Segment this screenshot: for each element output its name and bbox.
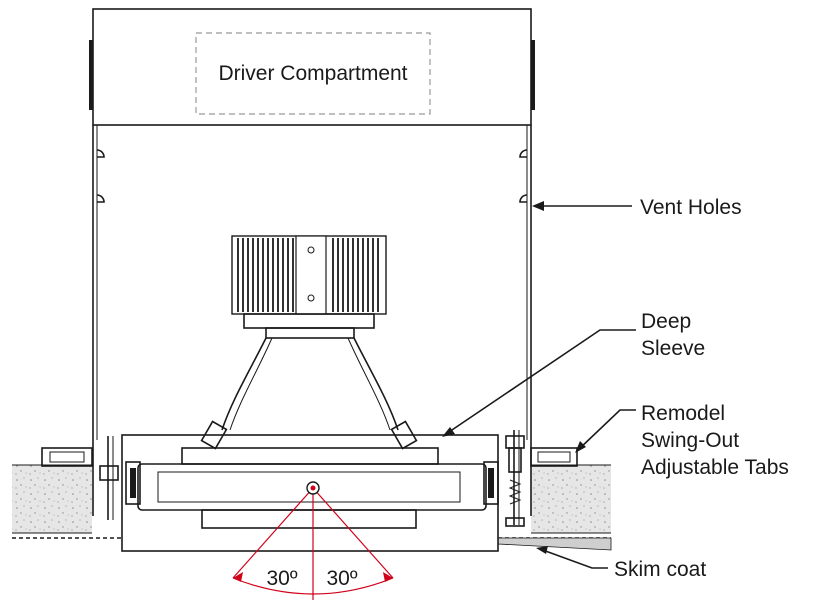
angle-label-left: 30º — [266, 567, 297, 590]
skim-coat-layer — [497, 537, 612, 551]
swing-out-tab-left — [41, 436, 119, 520]
remodel-label-line1: Remodel — [641, 402, 725, 425]
driver-compartment-label: Driver Compartment — [218, 62, 407, 85]
vent-holes — [96, 149, 528, 203]
trim-assembly — [121, 434, 499, 552]
ceiling-right — [498, 464, 611, 539]
skim-coat-label: Skim coat — [614, 558, 706, 581]
remodel-label-line3: Adjustable Tabs — [641, 456, 789, 479]
heat-sink — [231, 235, 387, 339]
reflector — [200, 337, 418, 450]
ceiling-left — [12, 464, 122, 539]
angle-label-right: 30º — [326, 567, 357, 590]
leader-lines — [442, 201, 636, 569]
driver-compartment-box — [195, 32, 431, 115]
swing-out-tab-right — [505, 430, 578, 527]
tilt-indicator — [232, 481, 394, 600]
deep-sleeve-label-line1: Deep — [641, 310, 691, 333]
vent-holes-label: Vent Holes — [640, 196, 742, 219]
deep-sleeve-label-line2: Sleeve — [641, 337, 705, 360]
remodel-label-line2: Swing-Out — [641, 429, 739, 452]
